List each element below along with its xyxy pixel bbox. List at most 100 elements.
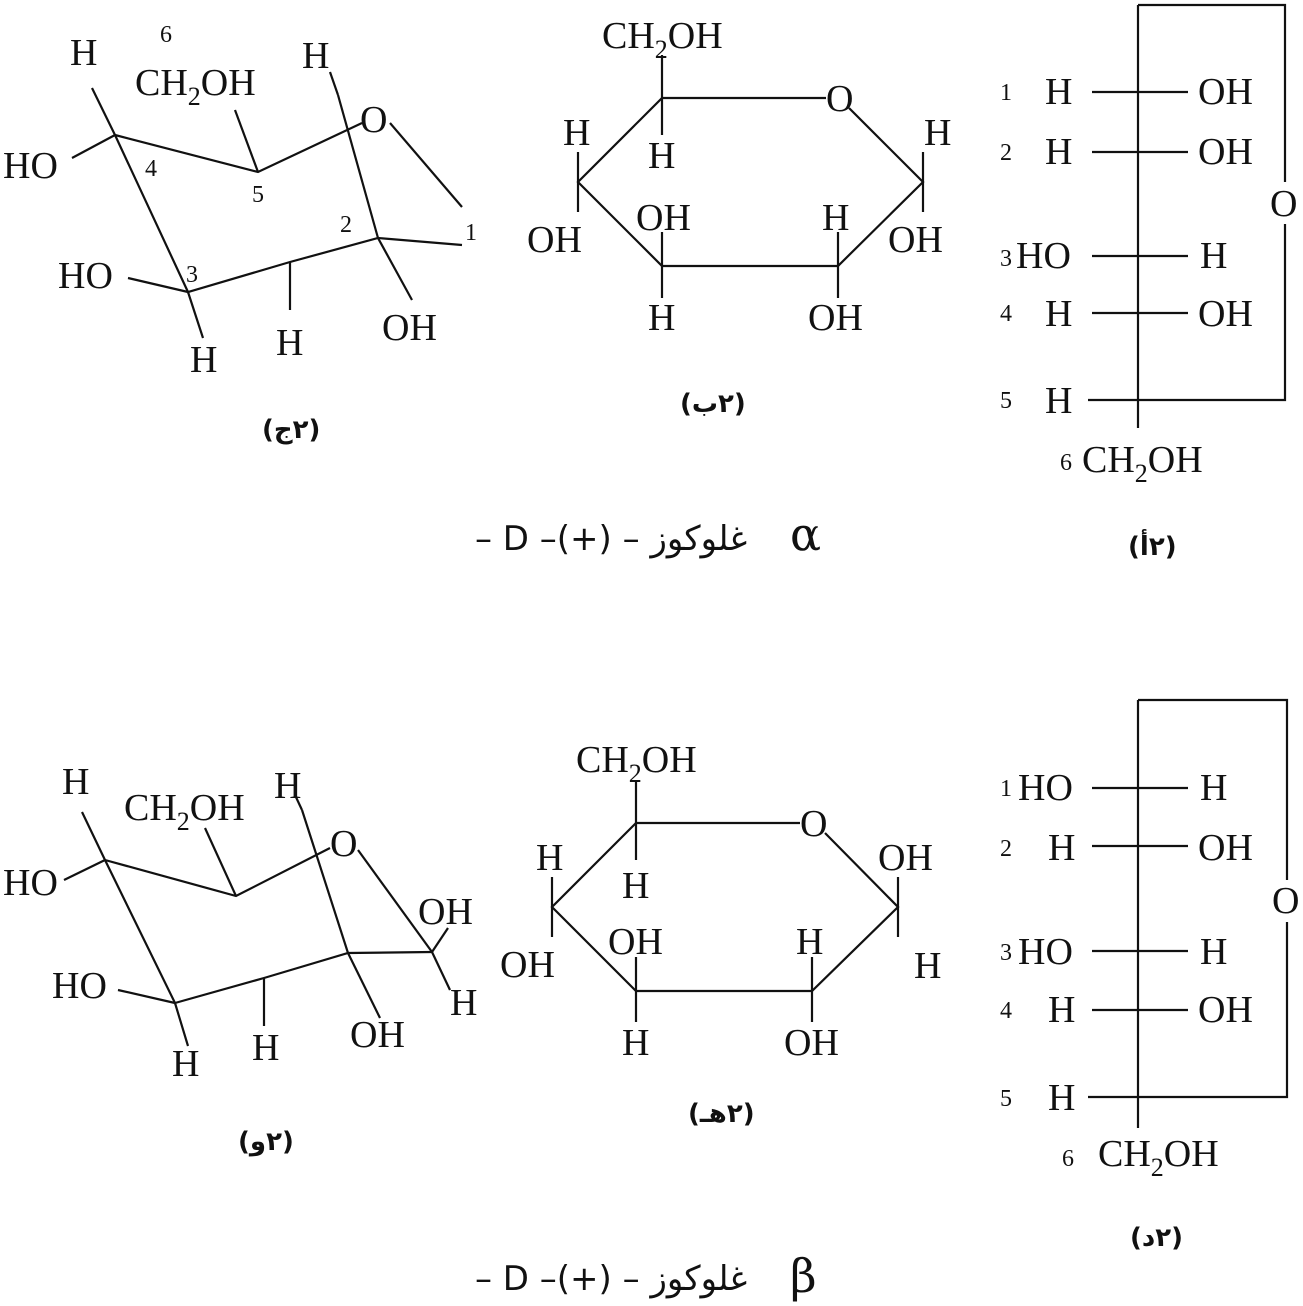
atom-label: OH [1198,827,1253,869]
atom-label: H [622,1022,649,1064]
carbon-number: 1 [1000,80,1012,106]
caption-2b: (٢ب) [680,389,746,419]
carbon-number: 3 [1000,940,1012,966]
ring-oxygen-label: O [826,78,853,120]
atom-label: H [1045,71,1072,113]
beta-title: – D –(+) – غلوكوز β [475,1249,817,1303]
caption-2a: (٢أ) [1128,529,1177,562]
atom-label: HO [3,862,58,904]
title-text: – D –(+) – غلوكوز [475,519,747,559]
atom-label: OH [878,837,933,879]
fischer-alpha: O 1 H OH 2 H OH 3 HO H 4 H OH 5 H 6 CH2O… [1000,3,1302,562]
carbon-number: 6 [160,22,172,48]
atom-label: H [622,865,649,907]
caption-2c: (٢ج) [262,415,320,445]
carbon-number: 2 [1000,836,1012,862]
atom-label: H [62,761,89,803]
ch2oh-label: CH2OH [135,62,256,111]
chair-beta: O H HO CH2OH H OH H HO H H OH (٢و) [3,761,477,1157]
ch2oh-label: CH2OH [124,787,245,836]
ch2oh-label: CH2OH [1082,439,1203,488]
atom-label: OH [382,307,437,349]
atom-label: OH [418,891,473,933]
caption-2f: (٢و) [238,1127,294,1157]
carbon-number: 5 [252,182,264,208]
atom-label: H [914,945,941,987]
ring-oxygen-label: O [800,803,827,845]
atom-label: OH [608,921,663,963]
atom-label: H [1045,131,1072,173]
atom-label: H [1045,380,1072,422]
atom-label: OH [1198,989,1253,1031]
atom-label: H [172,1043,199,1085]
atom-label: H [190,339,217,381]
atom-label: H [302,35,329,77]
carbon-number: 3 [1000,246,1012,272]
atom-label: HO [1018,767,1073,809]
haworth-alpha: O CH2OH H H OH OH H H OH H OH (٢ب) [527,15,951,419]
atom-label: H [536,837,563,879]
atom-label: HO [1016,235,1071,277]
haworth-beta: O CH2OH H H OH OH H H OH OH H (٢هـ) [500,739,941,1129]
title-text: – D –(+) – غلوكوز [475,1259,747,1299]
atom-label: H [450,982,477,1024]
ch2oh-label: CH2OH [602,15,723,64]
carbon-number: 5 [1000,388,1012,414]
atom-label: OH [808,297,863,339]
carbon-number: 1 [465,220,477,246]
carbon-number: 5 [1000,1086,1012,1112]
atom-label: OH [527,219,582,261]
atom-label: H [1200,235,1227,277]
atom-label: OH [636,197,691,239]
atom-label: OH [500,944,555,986]
greek-letter: α [790,507,821,561]
atom-label: HO [58,255,113,297]
atom-label: H [1048,989,1075,1031]
atom-label: OH [350,1014,405,1056]
atom-label: H [563,112,590,154]
atom-label: H [822,197,849,239]
ring-oxygen-label: O [1272,880,1299,922]
atom-label: H [274,765,301,807]
carbon-number: 6 [1062,1146,1074,1172]
ring-oxygen-label: O [360,99,387,141]
atom-label: HO [3,145,58,187]
atom-label: OH [1198,131,1253,173]
ring-oxygen-label: O [1270,183,1297,225]
atom-label: OH [1198,293,1253,335]
carbon-number: 4 [1000,301,1012,327]
greek-letter: β [790,1249,817,1303]
atom-label: H [1045,293,1072,335]
atom-label: H [252,1027,279,1069]
atom-label: H [1048,1077,1075,1119]
atom-label: OH [888,219,943,261]
atom-label: H [648,135,675,177]
carbon-number: 1 [1000,776,1012,802]
atom-label: H [648,297,675,339]
atom-label: OH [1198,71,1253,113]
atom-label: HO [52,965,107,1007]
atom-label: H [70,32,97,74]
atom-label: H [796,921,823,963]
caption-2e: (٢هـ) [688,1099,755,1129]
ring-oxygen-label: O [330,823,357,865]
ch2oh-label: CH2OH [576,739,697,788]
carbon-number: 4 [145,156,157,182]
atom-label: H [276,322,303,364]
carbon-number: 6 [1060,450,1072,476]
carbon-number: 3 [186,262,198,288]
atom-label: H [1200,931,1227,973]
atom-label: OH [784,1022,839,1064]
atom-label: H [1200,767,1227,809]
chair-alpha: O H HO CH2OH 6 H 4 5 2 1 HO 3 H H OH (٢ج… [3,22,477,445]
atom-label: HO [1018,931,1073,973]
caption-2d: (٢د) [1130,1223,1183,1253]
carbon-number: 4 [1000,998,1012,1024]
carbon-number: 2 [340,212,352,238]
atom-label: H [1048,827,1075,869]
ch2oh-label: CH2OH [1098,1133,1219,1182]
fischer-beta: O 1 HO H 2 H OH 3 HO H 4 H OH 5 H 6 CH2O… [1000,698,1303,1253]
alpha-title: – D –(+) – غلوكوز α [475,507,821,561]
carbon-number: 2 [1000,140,1012,166]
